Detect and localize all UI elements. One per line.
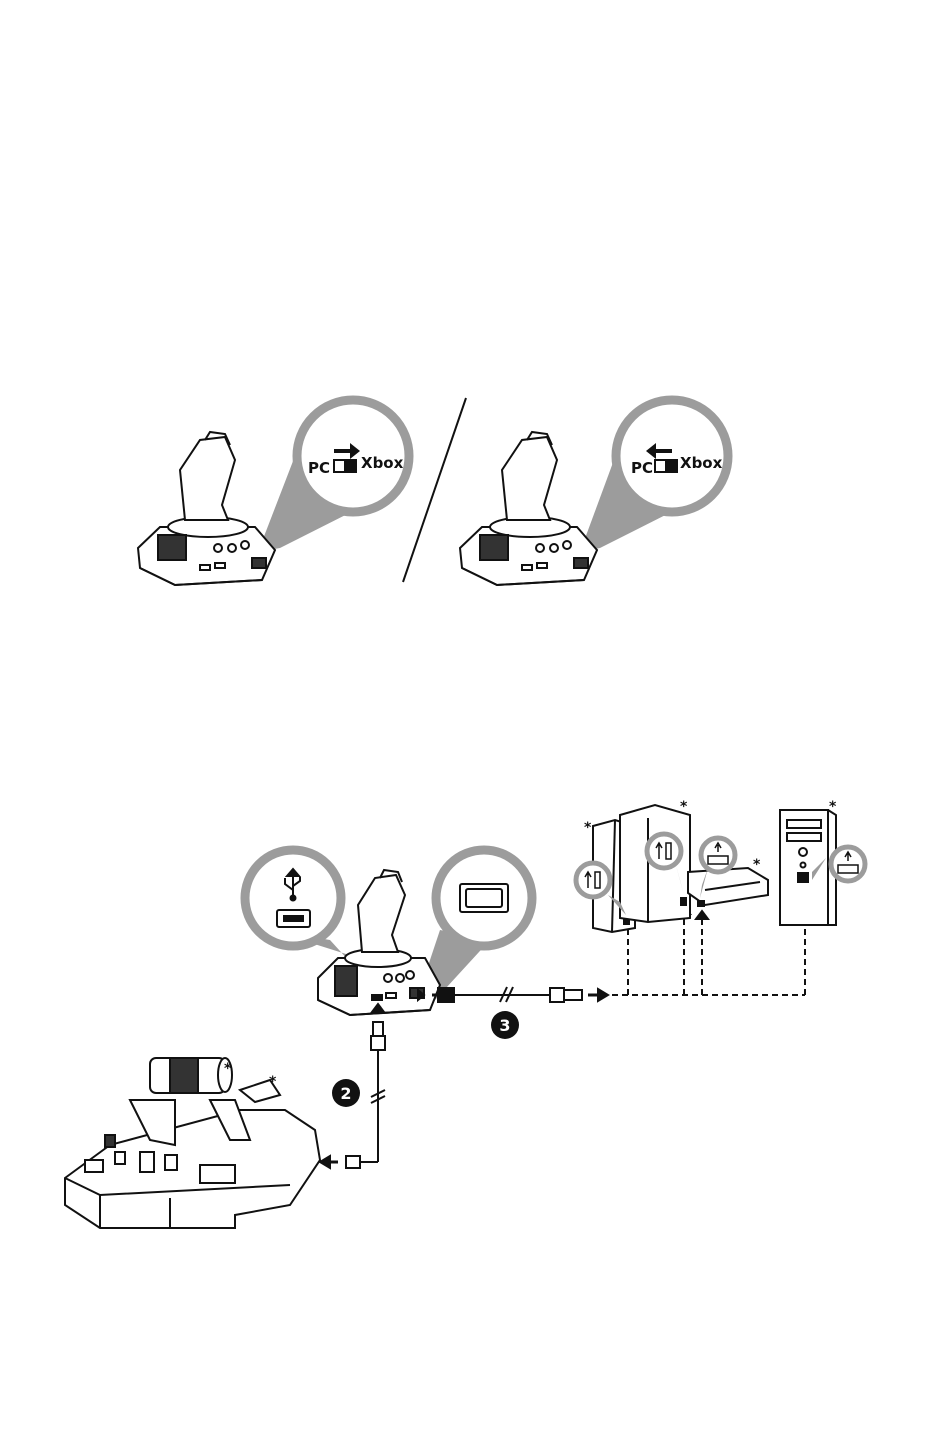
pc-label: PC (631, 459, 653, 477)
pc-label: PC (308, 459, 330, 477)
step-badge-3: 3 (491, 1011, 519, 1039)
svg-text:2: 2 (340, 1084, 351, 1103)
step-badge-2: 2 (332, 1079, 360, 1107)
joystick-illustration (138, 432, 275, 585)
footnote-marker: * (753, 857, 761, 873)
xbox-label: Xbox (361, 454, 404, 472)
xbox-label: Xbox (680, 454, 723, 472)
footnote-marker: * (584, 820, 592, 836)
footnote-marker: * (269, 1074, 277, 1090)
pc-tower-illustration (780, 810, 836, 925)
footnote-marker: * (829, 799, 837, 815)
footnote-marker: * (224, 1061, 232, 1077)
footnote-marker: * (680, 799, 688, 815)
joystick-illustration (460, 432, 597, 585)
xbox-one-illustration (688, 868, 768, 906)
switch-panel-xbox-to-pc: PC Xbox (460, 400, 728, 585)
switch-panel-pc-to-xbox: PC Xbox (138, 400, 409, 585)
svg-text:3: 3 (499, 1016, 510, 1035)
throttle-illustration (65, 1058, 320, 1228)
divider-line (403, 398, 466, 582)
